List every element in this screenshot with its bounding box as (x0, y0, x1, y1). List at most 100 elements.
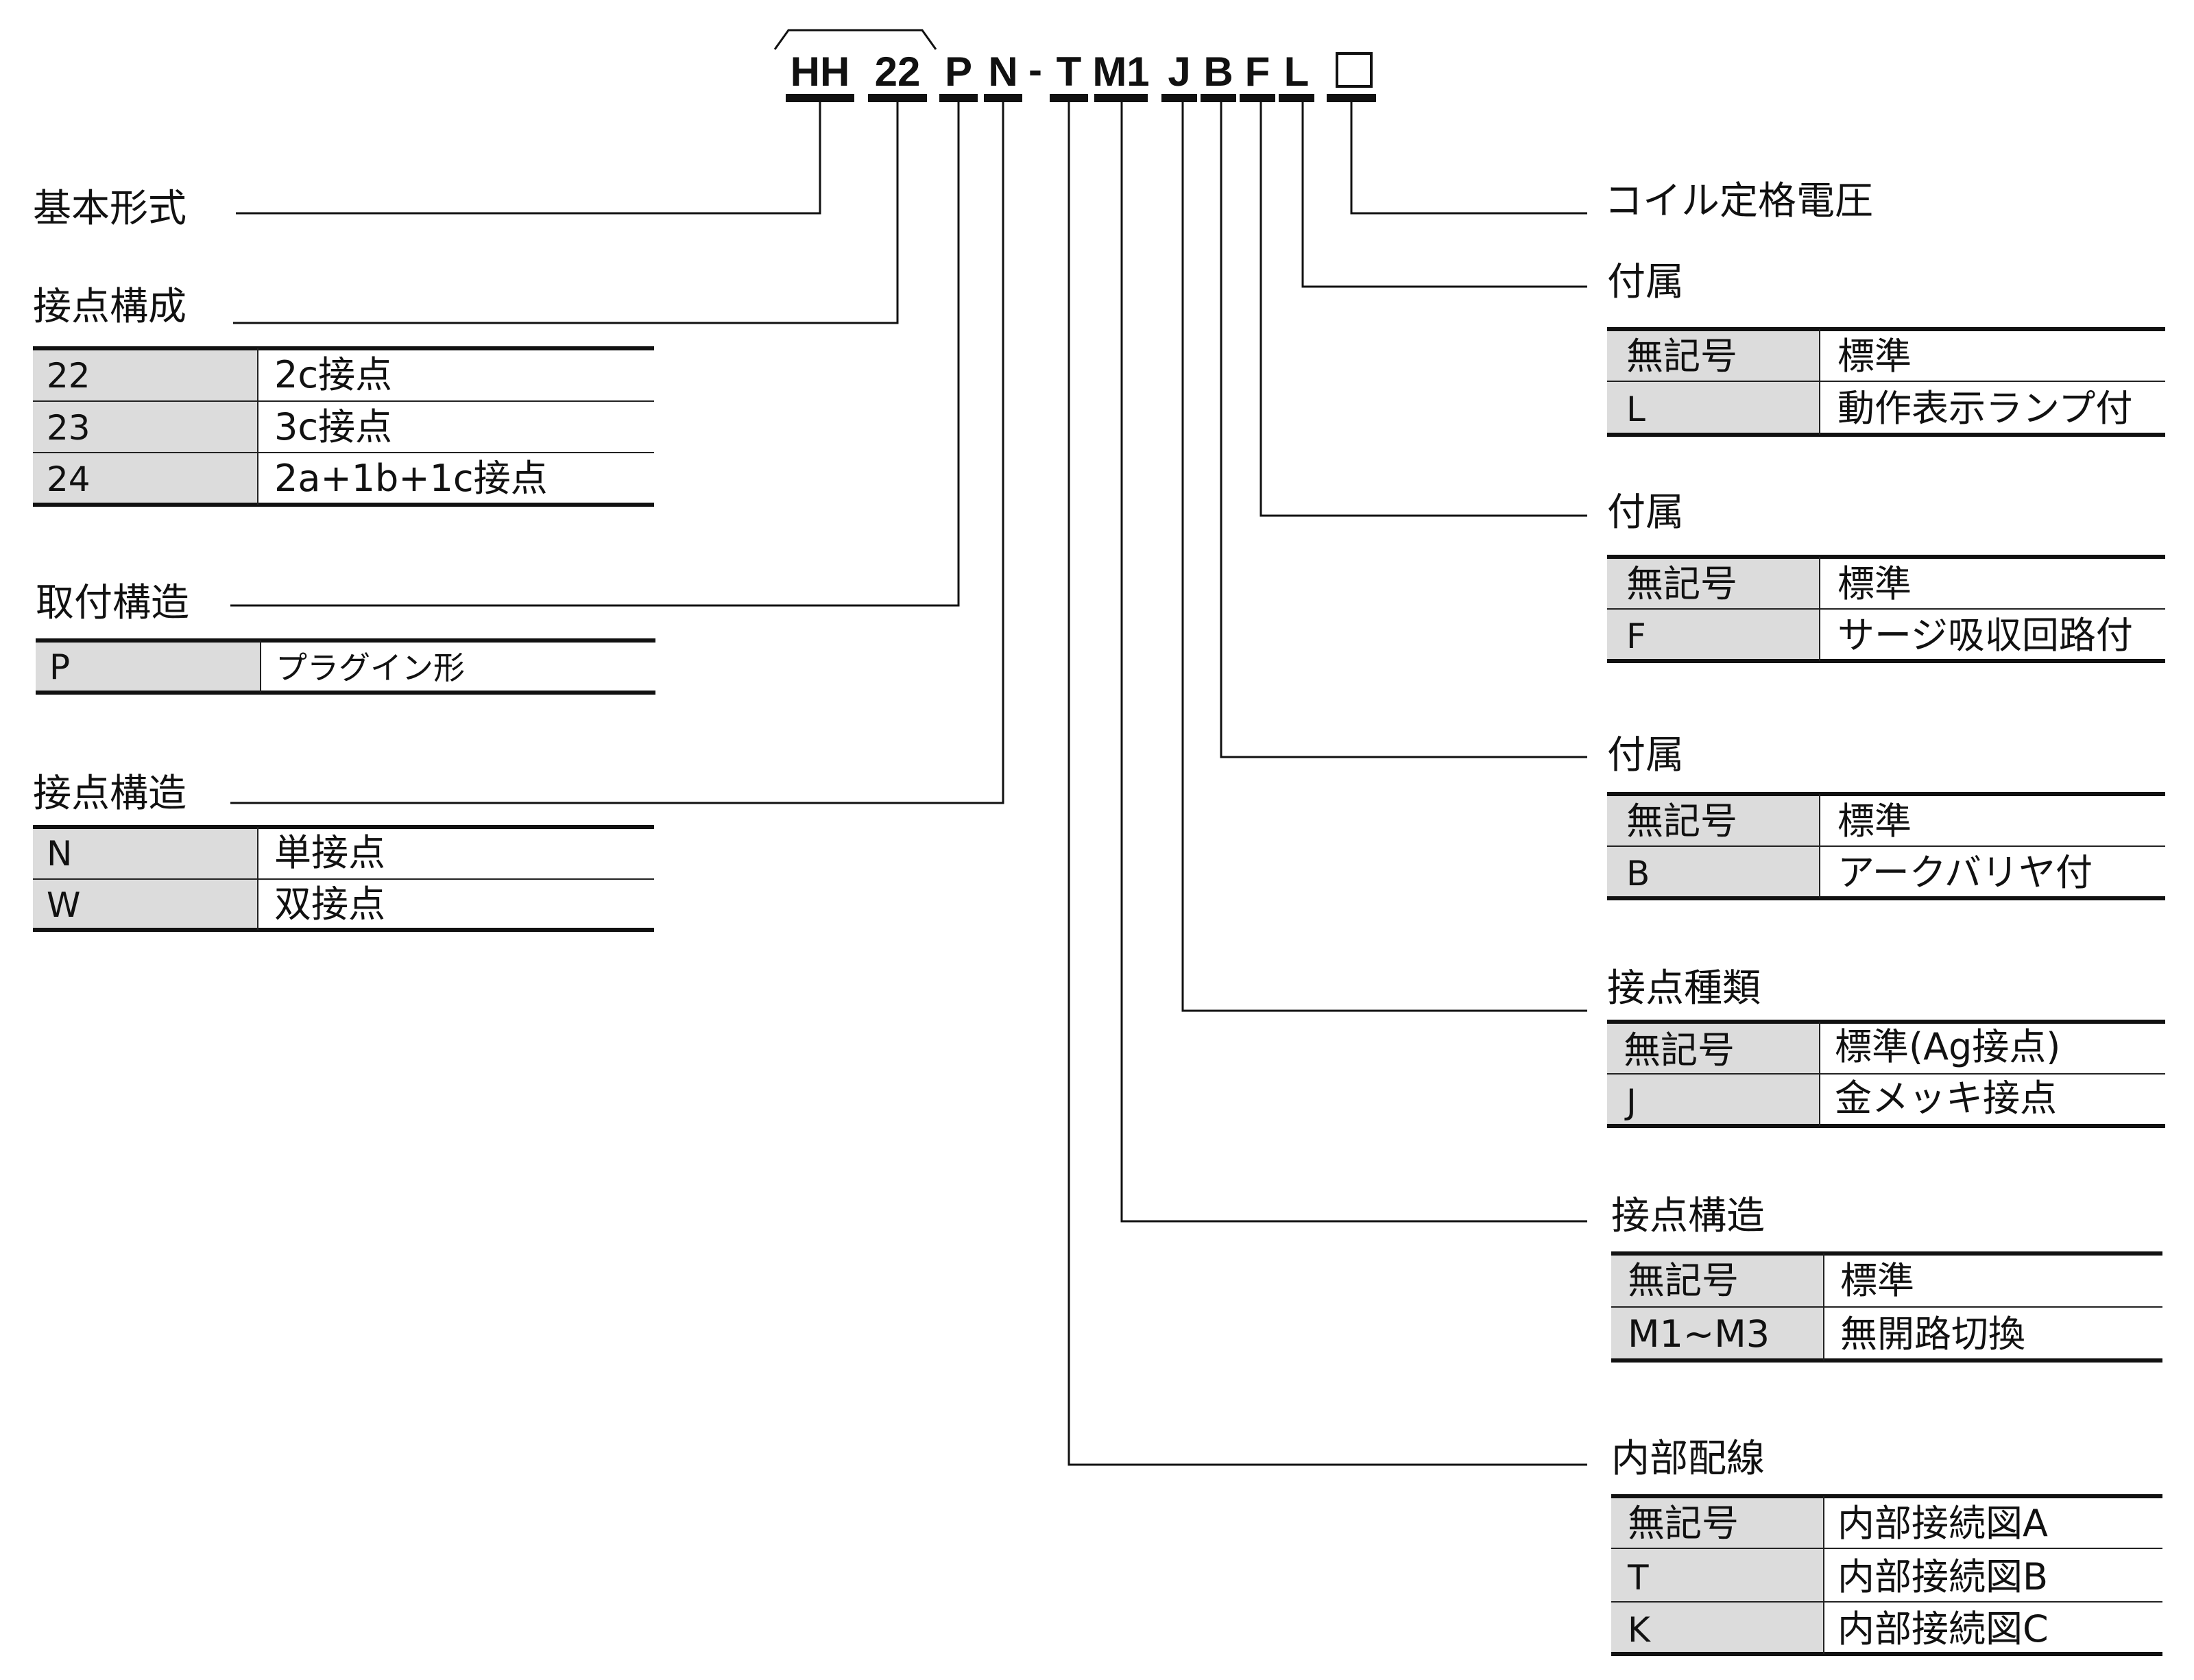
group-heading-coil-voltage: コイル定格電圧 (1604, 179, 1873, 224)
table-row: N 単接点 (47, 831, 385, 874)
connector-contact-config (233, 102, 899, 324)
model-part-contact-structure: N (988, 49, 1017, 95)
model-part-wiring: T (1057, 49, 1082, 95)
model-part-hyphen: - (1028, 47, 1042, 93)
option-code: T (1627, 1558, 1649, 1598)
connector-series (236, 102, 821, 215)
option-code: B (1626, 854, 1650, 893)
option-description: 2a+1b+1c接点 (274, 457, 548, 500)
connector-contact-structure-right (1120, 102, 1587, 1223)
table-row: P プラグイン形 (49, 647, 465, 687)
option-description: 標準(Ag接点) (1835, 1025, 2060, 1068)
underline-wiring (1050, 94, 1088, 102)
option-description: 内部接続図A (1837, 1502, 2048, 1545)
table-row: 22 2c接点 (47, 353, 392, 396)
option-code: 無記号 (1626, 562, 1737, 605)
option-code: 24 (47, 459, 91, 499)
option-code: J (1624, 1082, 1637, 1122)
series-bracket (773, 29, 937, 50)
right-group-surge: 付属 無記号 標準 F サージ吸収回路付 (1607, 490, 2165, 663)
underline-series (786, 94, 854, 102)
group-heading-accessory-lamp: 付属 (1607, 260, 1684, 304)
model-part-lamp: L (1284, 49, 1310, 95)
option-description: 内部接続図C (1837, 1607, 2049, 1651)
option-description: 標準 (1837, 562, 1912, 605)
group-heading-contact-type: 接点種類 (1607, 966, 1761, 1011)
left-group-basic-type: 基本形式 (33, 187, 186, 231)
group-heading-mounting: 取付構造 (36, 581, 189, 625)
option-description: 内部接続図B (1837, 1555, 2048, 1598)
connector-mounting (230, 102, 960, 607)
connector-coil-voltage (1350, 102, 1587, 215)
option-code: 無記号 (1626, 800, 1737, 843)
option-code: 無記号 (1628, 1502, 1739, 1545)
code-cell-shade (1611, 1496, 1824, 1654)
table-row: B アークバリヤ付 (1626, 851, 2093, 894)
connector-wiring (1068, 102, 1587, 1466)
table-row: 無記号 標準 (1628, 1259, 1914, 1302)
underline-surge (1240, 94, 1275, 102)
option-description: 標準 (1837, 335, 1912, 378)
option-code: 無記号 (1626, 335, 1737, 378)
code-cell-shade (36, 640, 261, 693)
model-part-coil-voltage-box (1336, 52, 1373, 88)
underline-switching (1094, 94, 1148, 102)
model-part-mounting: P (945, 49, 972, 95)
group-heading-accessory-arc-barrier: 付属 (1607, 733, 1684, 778)
connector-surge (1259, 102, 1587, 517)
table-row: 23 3c接点 (47, 405, 392, 448)
right-group-lamp: 付属 無記号 標準 L 動作表示ランプ付 (1607, 260, 2165, 437)
table-row: M1~M3 無開路切換 (1628, 1312, 2025, 1356)
right-group-contact-structure: 接点構造 無記号 標準 M1~M3 無開路切換 (1611, 1194, 2162, 1363)
group-heading-accessory-surge: 付属 (1607, 490, 1684, 535)
option-description: アークバリヤ付 (1837, 851, 2093, 894)
model-part-series: HH (791, 49, 850, 95)
right-group-internal-wiring: 内部配線 無記号 内部接続図A T 内部接続図B K 内部接続図C (1611, 1437, 2162, 1656)
option-code: M1~M3 (1628, 1312, 1770, 1356)
option-code: K (1628, 1610, 1651, 1650)
option-code: L (1626, 389, 1646, 429)
model-part-contact-config: 22 (875, 49, 921, 95)
connector-contact-structure-left (230, 102, 1004, 804)
underline-arc-barrier (1201, 94, 1236, 102)
model-part-surge: F (1245, 49, 1270, 95)
group-heading-internal-wiring: 内部配線 (1611, 1437, 1765, 1481)
connector-contact-type (1181, 102, 1587, 1012)
table-row: L 動作表示ランプ付 (1626, 387, 2132, 430)
option-code: 無記号 (1624, 1029, 1735, 1072)
model-number: HH 22 P N - T M1 J B F L (773, 29, 1376, 102)
code-cell-shade (33, 348, 258, 505)
option-code: N (47, 834, 72, 874)
table-row: T 内部接続図B (1627, 1555, 2048, 1598)
left-group-mounting: 取付構造 P プラグイン形 (36, 581, 655, 695)
option-description: 標準 (1837, 800, 1912, 843)
underline-contact-config (868, 94, 927, 102)
group-heading-contact-structure-right: 接点構造 (1611, 1194, 1765, 1238)
underline-contact-structure (984, 94, 1022, 102)
option-code: W (47, 885, 80, 925)
option-description: 2c接点 (274, 353, 392, 396)
option-code: 無記号 (1628, 1259, 1739, 1302)
underline-coil-voltage (1327, 94, 1376, 102)
option-description: 双接点 (274, 883, 385, 926)
model-part-arc-barrier: B (1203, 49, 1233, 95)
table-row: 無記号 内部接続図A (1628, 1502, 2048, 1545)
left-group-contact-config: 接点構成 22 2c接点 23 3c接点 24 2a+1b+1c接点 (33, 285, 654, 507)
table-row: 24 2a+1b+1c接点 (47, 457, 548, 500)
left-group-contact-structure: 接点構造 N 単接点 W 双接点 (33, 771, 654, 932)
option-description: サージ吸収回路付 (1837, 614, 2133, 657)
connector-lamp (1301, 102, 1587, 288)
model-part-contact-type: J (1168, 49, 1190, 95)
group-heading-contact-structure: 接点構造 (33, 771, 186, 816)
option-description: 単接点 (274, 831, 385, 874)
table-row: F サージ吸収回路付 (1626, 614, 2133, 657)
connector-arc-barrier (1220, 102, 1587, 758)
option-code: 22 (47, 356, 91, 396)
table-row: 無記号 標準 (1626, 335, 1912, 378)
right-group-coil-voltage: コイル定格電圧 (1604, 179, 1873, 224)
option-description: 3c接点 (274, 405, 392, 448)
option-description: 標準 (1840, 1259, 1914, 1302)
option-description: 無開路切換 (1840, 1312, 2025, 1356)
option-description: プラグイン形 (276, 649, 465, 686)
